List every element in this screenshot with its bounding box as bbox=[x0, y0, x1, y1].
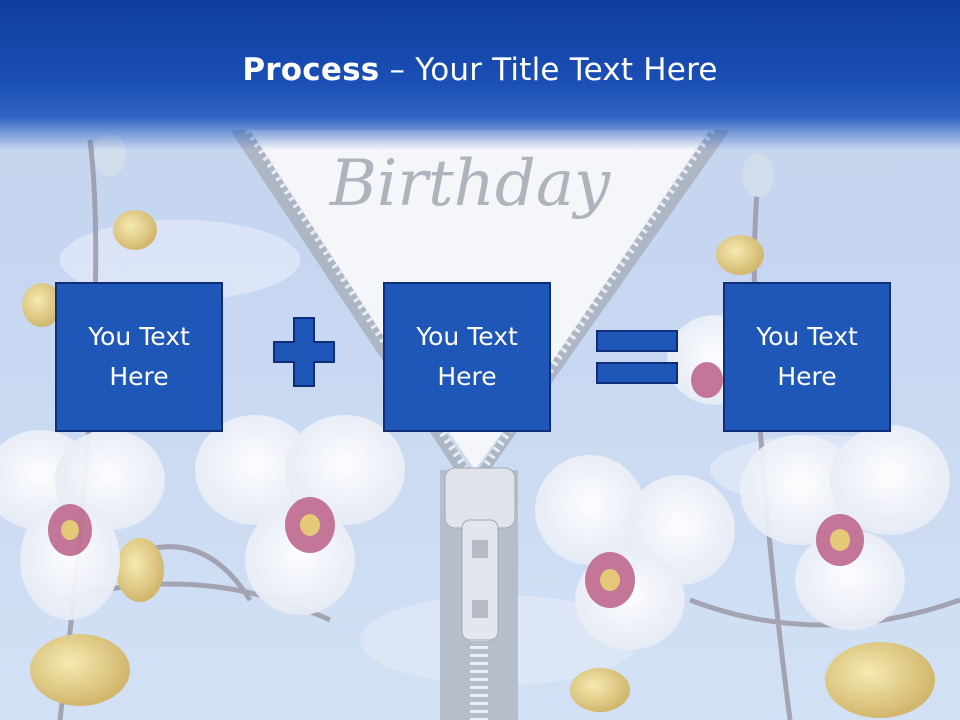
process-box-1[interactable]: You Text Here bbox=[55, 282, 223, 432]
process-box-2-text: You Text Here bbox=[416, 322, 518, 391]
process-box-2[interactable]: You Text Here bbox=[383, 282, 551, 432]
title-dash: – bbox=[379, 52, 416, 88]
slide-title: Process – Your Title Text Here bbox=[0, 52, 960, 88]
process-box-3[interactable]: You Text Here bbox=[723, 282, 891, 432]
birthday-script-text: Birthday bbox=[329, 147, 611, 221]
title-rest: Your Title Text Here bbox=[415, 52, 718, 88]
equals-icon bbox=[596, 330, 678, 384]
plus-icon bbox=[273, 317, 335, 387]
process-box-1-text: You Text Here bbox=[88, 322, 190, 391]
title-bar bbox=[0, 0, 960, 150]
process-box-3-text: You Text Here bbox=[756, 322, 858, 391]
title-bold: Process bbox=[242, 52, 380, 88]
